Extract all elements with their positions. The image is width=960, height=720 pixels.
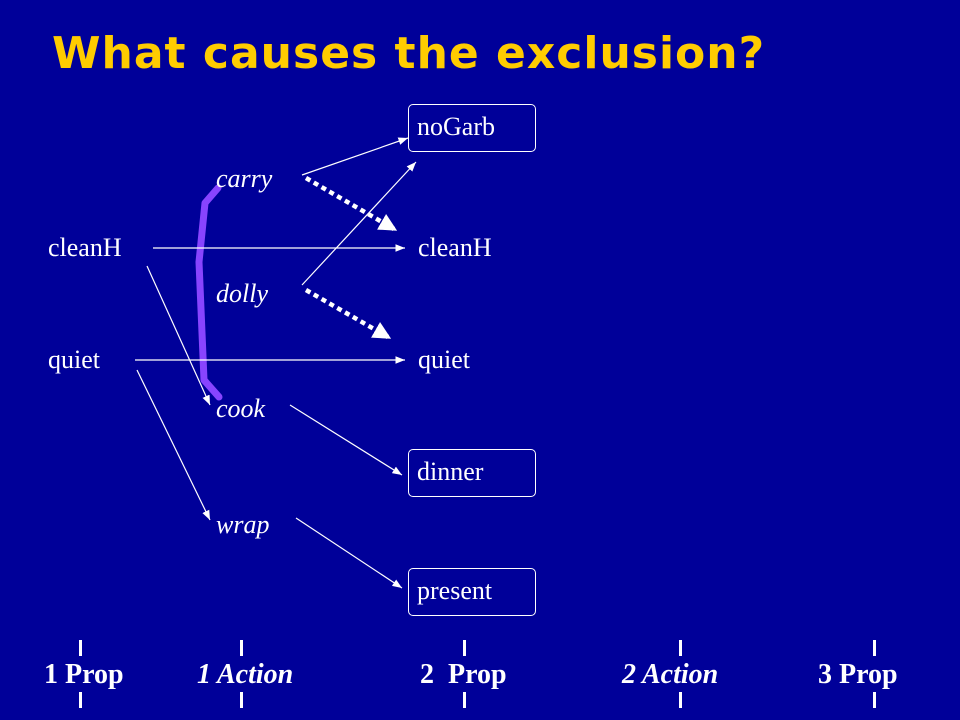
edge-quiet-wrap	[136, 369, 211, 521]
axis-label-2-action: 2 Action	[622, 659, 719, 690]
axis-label-1-action: 1 Action	[197, 659, 294, 690]
action-dolly: dolly	[216, 279, 268, 308]
mutex-bracket	[195, 184, 223, 401]
action-carry: carry	[216, 164, 273, 193]
delete-edge-dolly-quiet	[304, 288, 392, 339]
edge-carry-noGarb	[301, 137, 409, 176]
axis-tick-bottom	[463, 692, 466, 708]
axis-label-2-prop: 2 Prop	[420, 659, 507, 690]
action-cook: cook	[216, 394, 266, 423]
axis-tick-top	[79, 640, 82, 656]
axis-tick-top	[240, 640, 243, 656]
axis-tick-top	[873, 640, 876, 656]
axis-tick-bottom	[873, 692, 876, 708]
prop-present-level2: present	[408, 568, 536, 616]
prop-quiet-level1: quiet	[48, 345, 100, 374]
axis-tick-bottom	[240, 692, 243, 708]
axis-tick-top	[463, 640, 466, 656]
edge-wrap-present	[295, 517, 403, 589]
action-wrap: wrap	[216, 510, 270, 539]
prop-noGarb-level2: noGarb	[408, 104, 536, 152]
slide-title: What causes the exclusion?	[52, 28, 766, 79]
prop-cleanH-level2: cleanH	[418, 233, 492, 262]
prop-cleanH-level1: cleanH	[48, 233, 122, 262]
axis-tick-top	[679, 640, 682, 656]
edge-dolly-noGarb	[301, 161, 417, 286]
axis-label-1-prop: 1 Prop	[44, 659, 124, 690]
prop-quiet-level2: quiet	[418, 345, 470, 374]
axis-label-3-prop: 3 Prop	[818, 659, 898, 690]
edge-cleanH-cook	[146, 265, 211, 406]
axis-tick-bottom	[679, 692, 682, 708]
delete-edge-carry-cleanH	[304, 176, 398, 231]
edge-cook-dinner	[289, 404, 403, 476]
axis-tick-bottom	[79, 692, 82, 708]
prop-dinner-level2: dinner	[408, 449, 536, 497]
